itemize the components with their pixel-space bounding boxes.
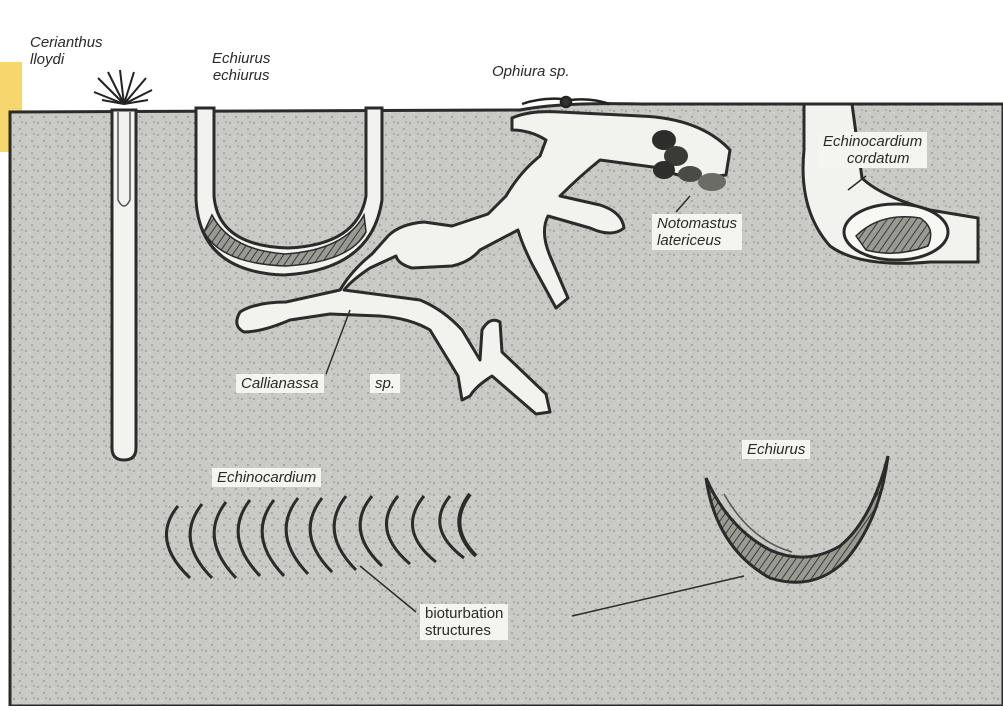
label-echinocardium-trace: Echinocardium (212, 468, 321, 487)
label-cerianthus: Cerianthus lloydi (30, 34, 103, 68)
label-bioturbation-line1: bioturbation (425, 605, 503, 622)
label-echinocardium-species: cordatum (823, 150, 922, 167)
label-echiurus-top: Echiurus echiurus (212, 50, 270, 84)
label-echiurus-genus: Echiurus (212, 50, 270, 67)
label-ophiura: Ophiura sp. (492, 63, 570, 80)
cerianthus-tube (112, 110, 136, 460)
label-notomastus-species: latericeus (657, 232, 737, 249)
label-cerianthus-species: lloydi (30, 51, 103, 68)
label-notomastus-genus: Notomastus (657, 215, 737, 232)
label-echiurus-trace: Echiurus (742, 440, 810, 459)
water-column (0, 0, 1003, 112)
label-callianassa: Callianassa (236, 374, 324, 393)
label-bioturbation: bioturbation structures (420, 604, 508, 640)
label-echinocardium-cordatum: Echinocardium cordatum (818, 132, 927, 168)
label-notomastus: Notomastus latericeus (652, 214, 742, 250)
label-echinocardium-genus: Echinocardium (823, 133, 922, 150)
label-echiurus-species: echiurus (212, 67, 270, 84)
label-callianassa-sp: sp. (370, 374, 400, 393)
label-bioturbation-line2: structures (425, 622, 503, 639)
label-cerianthus-genus: Cerianthus (30, 34, 103, 51)
